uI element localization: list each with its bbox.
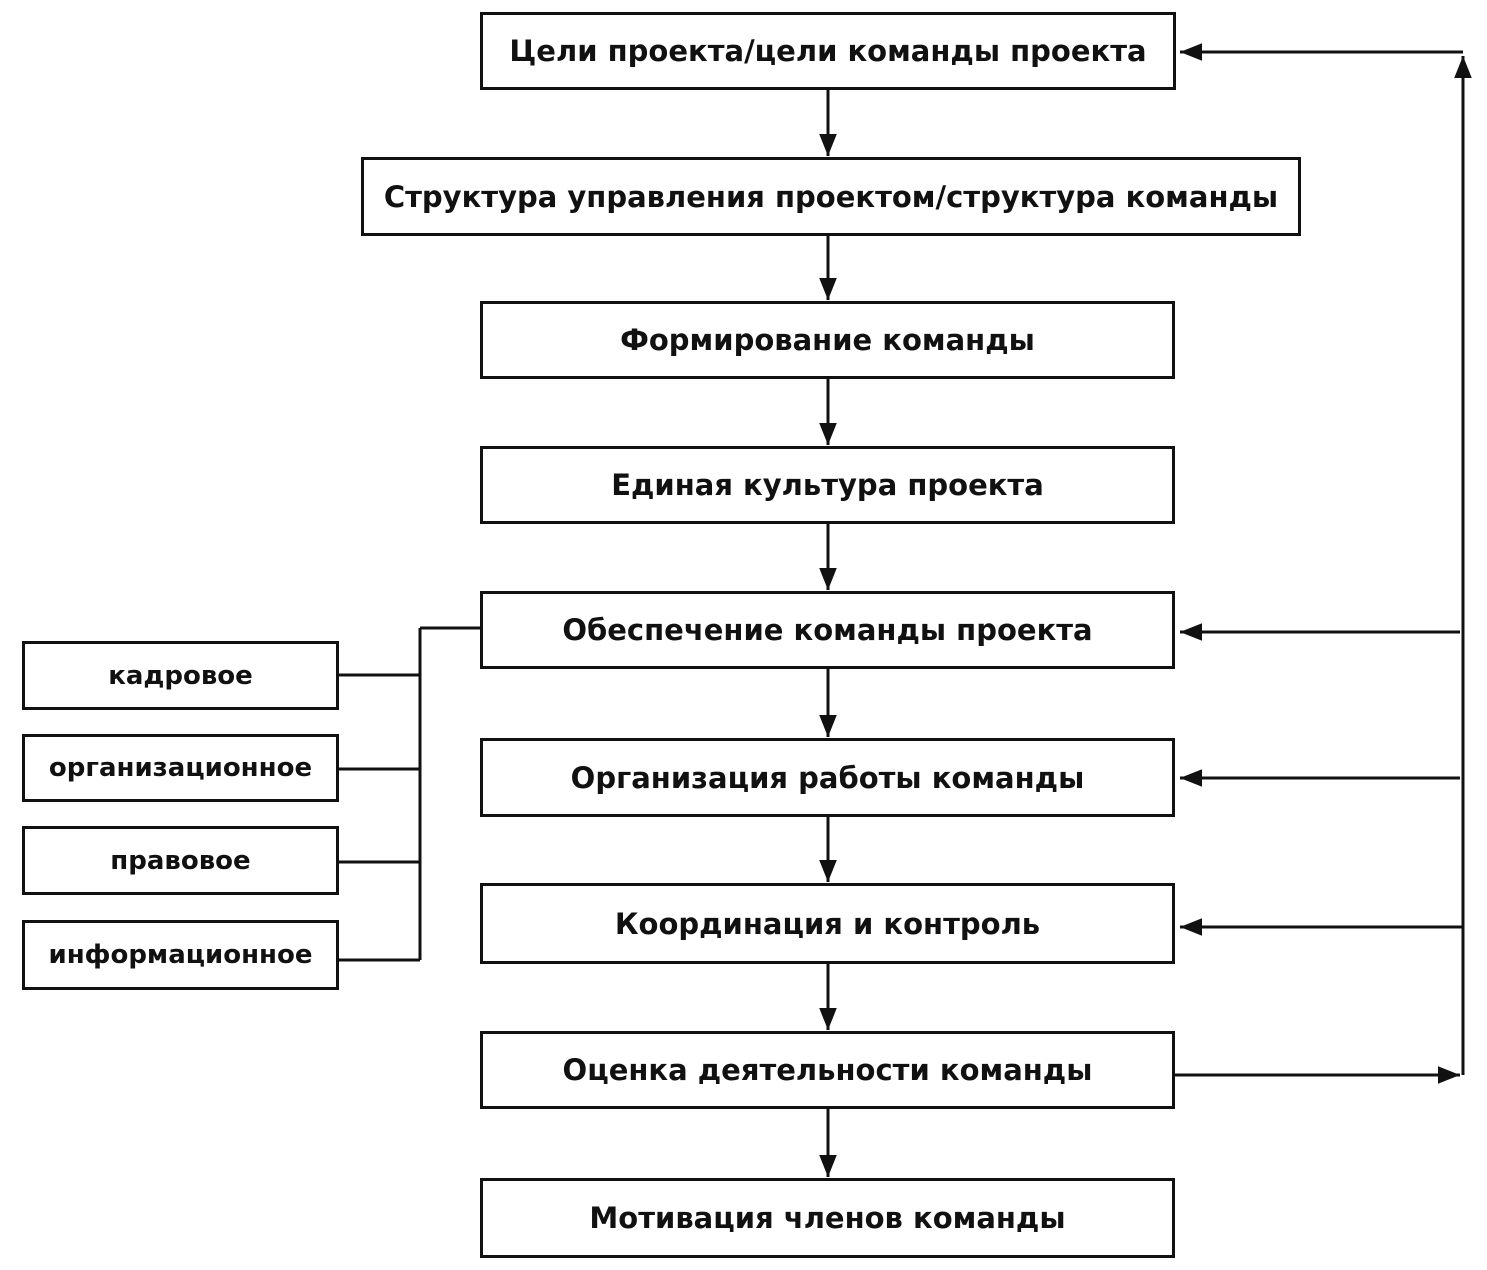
step-organization-label: Организация работы команды [570, 760, 1085, 795]
step-structure-box: Структура управления проектом/структура … [361, 157, 1301, 236]
support-type-informational-label: информационное [48, 940, 313, 970]
step-formation-box: Формирование команды [480, 301, 1175, 379]
step-coordination-label: Координация и контроль [614, 906, 1041, 941]
step-formation-label: Формирование команды [620, 323, 1035, 357]
support-type-personnel-box: кадровое [22, 641, 339, 710]
step-coordination-box: Координация и контроль [480, 883, 1175, 964]
support-type-legal-label: правовое [110, 845, 251, 876]
step-support-label: Обеспечение команды проекта [562, 613, 1093, 647]
step-goals-box: Цели проекта/цели команды проекта [480, 12, 1176, 90]
step-support-box: Обеспечение команды проекта [480, 591, 1175, 669]
support-type-legal-box: правовое [22, 826, 339, 895]
step-structure-label: Структура управления проектом/структура … [383, 179, 1279, 214]
step-culture-label: Единая культура проекта [611, 468, 1044, 502]
step-motivation-box: Мотивация членов команды [480, 1178, 1175, 1258]
step-evaluation-label: Оценка деятельности команды [562, 1053, 1093, 1087]
step-culture-box: Единая культура проекта [480, 446, 1175, 524]
support-type-personnel-label: кадровое [108, 660, 253, 691]
step-evaluation-box: Оценка деятельности команды [480, 1031, 1175, 1109]
support-type-organizational-label: организационное [48, 753, 313, 783]
step-organization-box: Организация работы команды [480, 738, 1175, 817]
step-motivation-label: Мотивация членов команды [589, 1201, 1066, 1235]
support-type-organizational-box: организационное [22, 734, 339, 802]
support-type-informational-box: информационное [22, 920, 339, 990]
step-goals-label: Цели проекта/цели команды проекта [509, 34, 1147, 68]
